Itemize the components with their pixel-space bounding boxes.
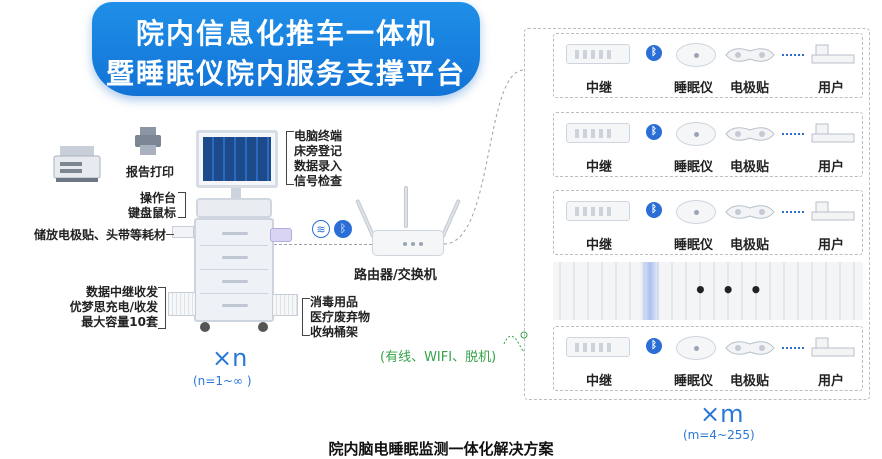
keyboard-tray: [196, 198, 272, 218]
relay-icon: [566, 201, 630, 221]
user-bed-icon: [811, 337, 855, 357]
disinfect-line1: 消毒用品: [310, 295, 359, 309]
bluetooth-icon: ᛒ: [646, 338, 662, 354]
bracket: [178, 192, 186, 218]
wheel-icon: [258, 322, 268, 332]
sleep-device-label: 睡眠仪: [674, 81, 714, 96]
relay-basket: [168, 292, 196, 316]
electrode-patch-icon: [725, 127, 775, 141]
link-dots: [782, 211, 804, 213]
sleep-device-icon: [676, 336, 716, 360]
user-label: 用户: [818, 238, 845, 253]
user-label: 用户: [818, 81, 845, 96]
connection-types: (有线、WIFI、脱机): [380, 350, 497, 365]
more-rows-glow: [640, 262, 660, 320]
printer-label: 报告打印: [126, 165, 175, 179]
bluetooth-icon: ᛒ: [646, 202, 662, 218]
relay-label: 中继: [586, 374, 613, 389]
banner-title-line2: 暨睡眠仪院内服务支撑平台: [105, 57, 466, 90]
link-dots: [782, 54, 804, 56]
patch-label: 电极贴: [730, 160, 770, 175]
relay-icon: [566, 123, 630, 143]
keyboard-mouse-label: 键盘鼠标: [127, 206, 176, 220]
user-bed-icon: [811, 123, 855, 143]
electrode-patch-icon: [725, 341, 775, 355]
more-rows-band: [553, 262, 863, 320]
device-row: ᛒ 中继 睡眠仪 电极贴 用户: [553, 112, 863, 177]
title-banner: 院内信息化推车一体机 暨睡眠仪院内服务支撑平台: [92, 2, 480, 96]
router-label: 路由器/交换机: [354, 268, 437, 283]
sleep-device-icon: [676, 43, 716, 67]
user-label: 用户: [818, 374, 845, 389]
caption: 院内脑电睡眠监测一体化解决方案: [328, 440, 554, 458]
feature-signal-check: 信号检查: [294, 174, 343, 188]
relay-storage-line3: 最大容量10套: [81, 315, 158, 329]
relay-storage-line2: 优梦思充电/收发: [69, 300, 158, 314]
relay-label: 中继: [586, 81, 613, 96]
bracket: [286, 131, 294, 185]
storage-label: 储放电极贴、头带等耗材: [33, 228, 166, 242]
link-dots: [782, 347, 804, 349]
link-dots: [782, 133, 804, 135]
console-label: 操作台: [139, 191, 176, 205]
sleep-device-icon: [676, 122, 716, 146]
cart-range: (n=1~∞ ): [193, 374, 252, 388]
cart-multiplier: ×n: [212, 344, 248, 372]
patch-label: 电极贴: [730, 374, 770, 389]
device-row: ᛒ 中继 睡眠仪 电极贴 用户: [553, 190, 863, 255]
feature-terminal: 电脑终端: [294, 129, 343, 143]
bracket: [158, 287, 166, 329]
device-multiplier: ×m: [700, 400, 744, 428]
device-row: ᛒ 中继 睡眠仪 电极贴 用户: [553, 326, 863, 391]
disinfect-line2: 医疗废弃物: [310, 310, 371, 324]
waste-basket: [272, 294, 298, 316]
feature-registration: 床旁登记: [294, 144, 343, 158]
wifi-icon: ≋: [312, 220, 330, 238]
patch-label: 电极贴: [730, 238, 770, 253]
wheel-icon: [200, 322, 210, 332]
printer-icon: [135, 127, 161, 155]
relay-icon: [566, 337, 630, 357]
device-panel: [524, 28, 870, 400]
more-rows-ellipsis: • • •: [694, 278, 767, 302]
user-bed-icon: [811, 201, 855, 221]
user-label: 用户: [818, 160, 845, 175]
monitor-stand: [231, 188, 241, 198]
cart-router-link: [274, 244, 372, 245]
sleep-device-icon: [676, 200, 716, 224]
relay-icon: [566, 44, 630, 64]
feature-data-entry: 数据录入: [294, 159, 343, 173]
relay-label: 中继: [586, 160, 613, 175]
bluetooth-icon: ᛒ: [646, 124, 662, 140]
device-row: ᛒ 中继 睡眠仪 电极贴 用户: [553, 33, 863, 98]
bracket: [302, 298, 310, 336]
relay-storage-line1: 数据中继收发: [85, 285, 158, 299]
scanner-icon: [53, 146, 101, 182]
electrode-patch-icon: [725, 48, 775, 62]
side-tray: [270, 228, 292, 242]
sleep-device-label: 睡眠仪: [674, 160, 714, 175]
patch-label: 电极贴: [730, 81, 770, 96]
disinfect-line3: 收纳桶架: [310, 325, 359, 339]
antenna: [404, 186, 408, 228]
consumables-shelf: [172, 226, 194, 238]
user-bed-icon: [811, 44, 855, 64]
sleep-device-label: 睡眠仪: [674, 238, 714, 253]
cart-cabinet: [194, 218, 274, 322]
relay-label: 中继: [586, 238, 613, 253]
router: [372, 230, 444, 256]
bluetooth-icon: ᛒ: [334, 220, 352, 238]
sleep-device-label: 睡眠仪: [674, 374, 714, 389]
electrode-patch-icon: [725, 205, 775, 219]
bluetooth-icon: ᛒ: [646, 45, 662, 61]
monitor: [196, 130, 278, 188]
device-range: (m=4~255): [683, 428, 755, 442]
banner-title-line1: 院内信息化推车一体机: [135, 17, 436, 50]
